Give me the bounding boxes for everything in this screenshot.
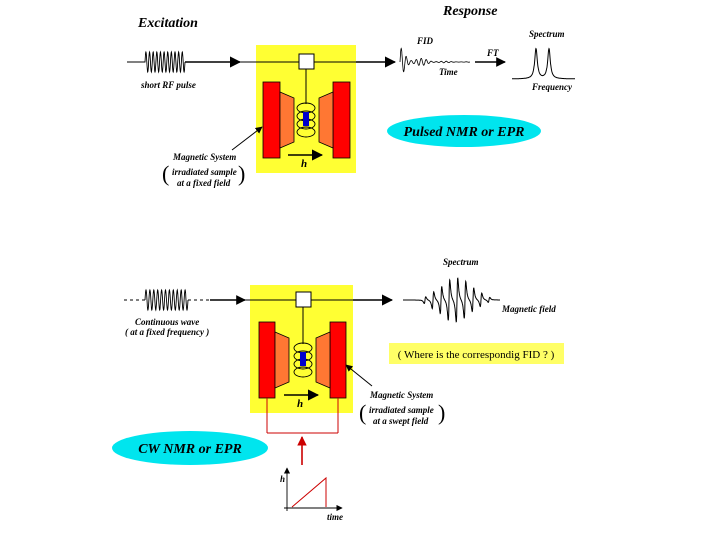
time-label: Time [439, 67, 458, 77]
spectrum-top-label: Spectrum [529, 29, 565, 39]
cw-badge-text: CW NMR or EPR [138, 442, 242, 457]
fid-label: FID [416, 36, 434, 46]
cw-field-h-label: h [297, 398, 303, 410]
cw-waveform [144, 288, 189, 312]
cw-pole-left [274, 331, 290, 389]
coil-terminal [298, 53, 315, 70]
cw-section: Continuous wave ( at a fixed frequency )… [112, 257, 564, 522]
ramp-y-label: h [280, 474, 285, 484]
mag-system-label: Magnetic System [172, 152, 236, 162]
question-box [389, 343, 564, 364]
fid-signal [399, 47, 470, 73]
cw-mag-system-label: Magnetic System [369, 390, 433, 400]
svg-text:(: ( [359, 400, 366, 425]
frequency-label: Frequency [531, 82, 573, 92]
magnet-left [262, 81, 281, 159]
sample [303, 112, 309, 126]
spectrum-top [512, 47, 575, 80]
excitation-title: Excitation [137, 16, 198, 31]
cw-label-line1: Continuous wave [135, 317, 199, 327]
cw-label-line2: ( at a fixed frequency ) [125, 327, 209, 337]
cw-sample-desc-line1: irradiated sample [369, 405, 434, 415]
question-text: ( Where is the correspondig FID ? ) [398, 349, 555, 361]
ramp-x-label: time [327, 512, 343, 522]
rf-pulse-waveform [127, 50, 186, 74]
pole-right [318, 91, 334, 149]
pulsed-section: Excitation Response short RF pulse h [127, 4, 575, 188]
svg-text:): ) [438, 400, 445, 425]
ft-label: FT [486, 48, 499, 58]
magnetic-field-label: Magnetic field [501, 304, 556, 314]
sample-desc-line1: irradiated sample [172, 167, 237, 177]
cw-spectrum [403, 277, 500, 323]
cw-coil-terminal [295, 291, 312, 308]
pole-left [279, 91, 295, 149]
rf-pulse-label: short RF pulse [140, 80, 196, 90]
pulsed-badge-text: Pulsed NMR or EPR [404, 125, 525, 140]
cw-magnet-right [329, 321, 347, 399]
cw-badge [112, 431, 268, 465]
cw-spectrum-label: Spectrum [443, 257, 479, 267]
cw-sample [300, 352, 306, 366]
mag-system-pointer [231, 126, 263, 151]
pulsed-badge [387, 115, 541, 147]
ramp-plot: h time [280, 467, 343, 522]
ramp-line [291, 476, 327, 508]
svg-text:(: ( [162, 161, 169, 186]
cw-mag-system-pointer [345, 364, 373, 387]
sweep-wiring [266, 398, 339, 434]
cw-sample-desc-line2: at a swept field [373, 416, 429, 426]
field-h-label: h [301, 158, 307, 170]
response-title: Response [442, 4, 497, 19]
svg-text:): ) [238, 161, 245, 186]
magnet-right [332, 81, 351, 159]
cw-pole-right [315, 331, 331, 389]
cw-magnet-left [258, 321, 276, 399]
sample-desc-line2: at a fixed field [177, 178, 231, 188]
